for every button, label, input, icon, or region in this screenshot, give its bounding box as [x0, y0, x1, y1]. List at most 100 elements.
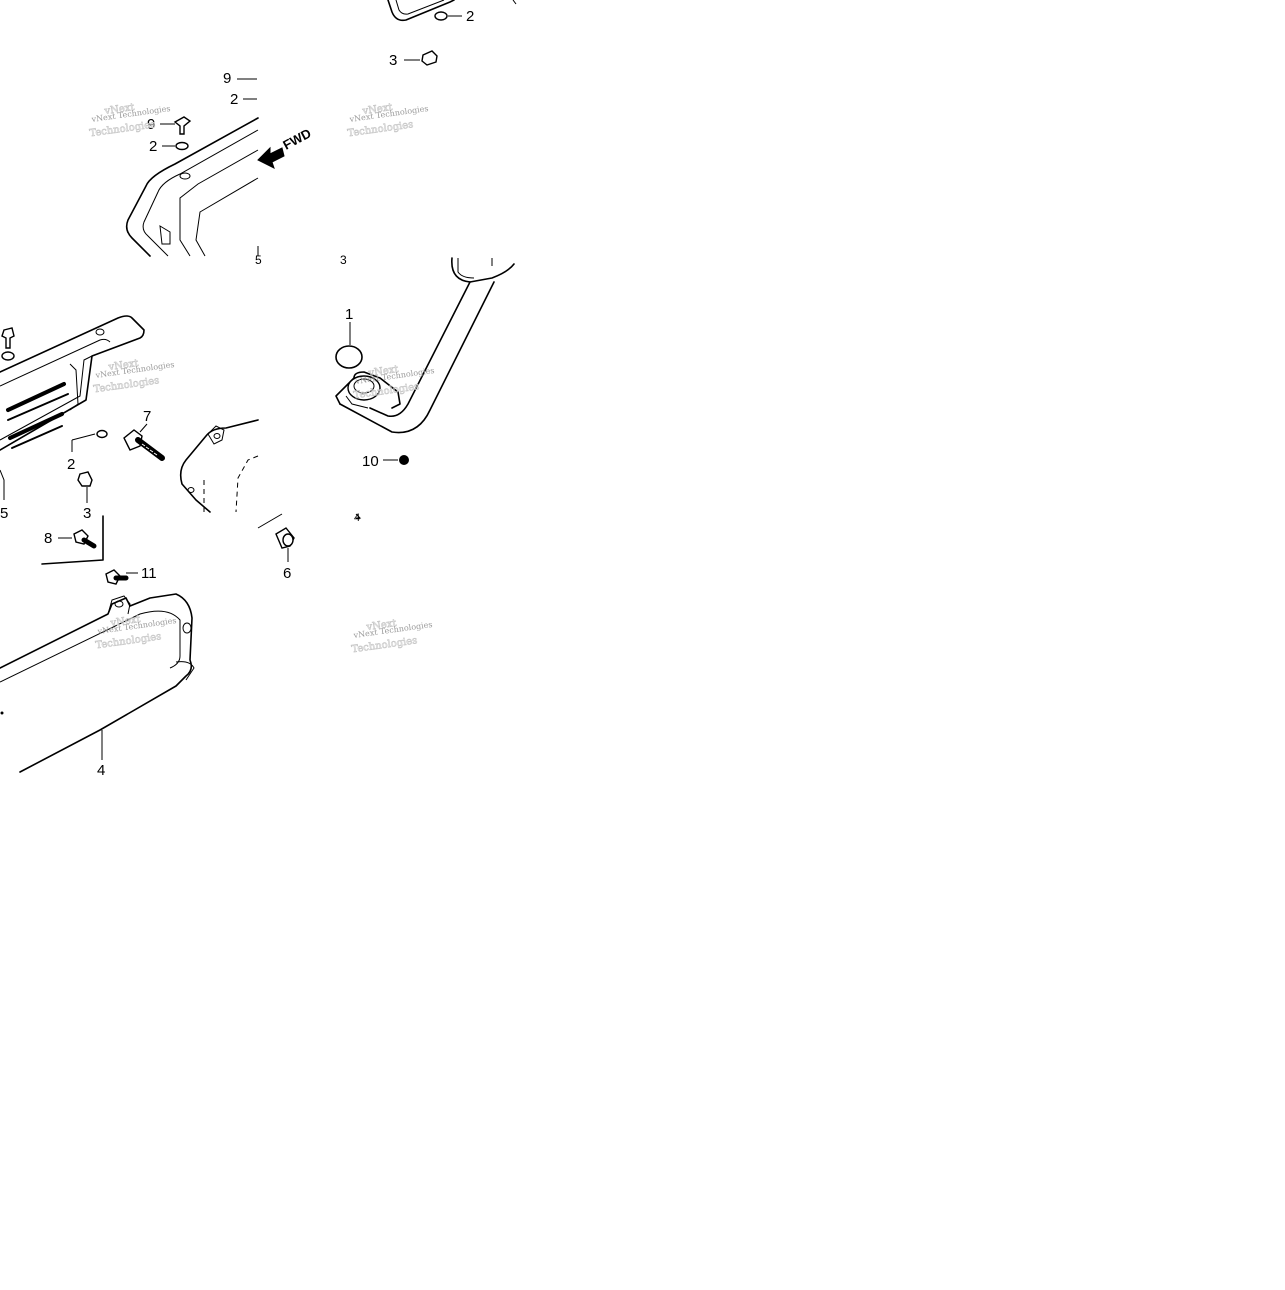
- tile-side-cover: [0, 315, 259, 513]
- callout-8: 8: [44, 530, 52, 547]
- long-bolt-part: [123, 429, 165, 461]
- head-cover-flange: [195, 177, 259, 257]
- tile-edge-mark: [257, 513, 283, 529]
- washer-part: [434, 11, 448, 21]
- pipe-inner-wall: [339, 281, 495, 434]
- cooling-fin: [11, 425, 63, 449]
- lower-cover-outline: [179, 419, 259, 513]
- side-cover-outline: [0, 315, 145, 451]
- callout-2: 2: [230, 91, 238, 108]
- screw-part: [105, 569, 129, 585]
- callout-9: 9: [223, 70, 231, 87]
- nut-part: [77, 471, 93, 487]
- watermark: vNext vNext Technologies Technologies: [353, 364, 435, 402]
- pipe-flange-top: [353, 371, 401, 409]
- side-cover-hole: [95, 328, 105, 336]
- edge-dot: [0, 711, 4, 715]
- head-cover-hole: [179, 172, 191, 180]
- cover-corner-outline: [387, 0, 455, 22]
- cooling-fin: [8, 412, 64, 440]
- svg-text:vNext: vNext: [103, 102, 135, 117]
- callout-7: 7: [143, 408, 151, 425]
- collar-part: [275, 527, 295, 549]
- washer-part: [175, 141, 189, 151]
- fwd-label: FWD: [280, 126, 313, 153]
- cooling-fin: [7, 393, 69, 421]
- lower-cover-hole: [187, 487, 195, 493]
- pipe-flange-edge: [335, 377, 355, 405]
- svg-text:vNext: vNext: [365, 618, 397, 633]
- head-cover-inner-rib: [179, 149, 259, 257]
- callout-11: 11: [141, 565, 157, 582]
- lower-cover-tab: [207, 425, 225, 445]
- callout-5: 5: [0, 505, 8, 522]
- cover-edge-mark: [512, 0, 517, 5]
- tile-oil-pipe: [335, 257, 515, 465]
- nut-part: [399, 455, 409, 465]
- svg-text:vNext: vNext: [367, 364, 399, 379]
- lower-cover-hole: [182, 622, 192, 634]
- reference-bracket: [41, 515, 104, 565]
- svg-text:vNext: vNext: [107, 358, 139, 373]
- callout-4: 4: [97, 762, 105, 779]
- side-cover-rib: [0, 338, 111, 387]
- watermark-group: vNext vNext Technologies Technologies vN…: [89, 102, 435, 656]
- lower-cover-tab: [107, 595, 131, 615]
- nut-part: [421, 50, 438, 66]
- callouts: 2 3 9 2 9 2 1 10 7 2 3 5 8 11 6 4 5 3 4: [0, 8, 474, 779]
- callout-1: 1: [345, 306, 353, 323]
- side-cover-tab: [69, 363, 79, 411]
- watermark: vNext vNext Technologies Technologies: [347, 102, 429, 140]
- callout-6: 6: [283, 565, 291, 582]
- watermark: vNext vNext Technologies Technologies: [93, 358, 175, 396]
- lower-cover-rim: [0, 610, 181, 683]
- washer-part: [96, 429, 108, 439]
- washer-part: [1, 351, 15, 361]
- leader-line: [71, 433, 96, 441]
- lower-cover-hole: [213, 433, 221, 439]
- leader-line: [0, 469, 5, 500]
- bolt-part: [1, 327, 15, 349]
- callout-3: 3: [389, 52, 397, 69]
- hidden-line: [235, 455, 259, 513]
- pipe-fitting-base: [345, 395, 369, 409]
- watermark: vNext vNext Technologies Technologies: [351, 618, 433, 656]
- head-cover-outline: [125, 117, 259, 257]
- pipe-top-bracket: [451, 257, 515, 283]
- svg-text:vNext: vNext: [361, 102, 393, 117]
- fwd-arrow-icon: [257, 146, 285, 169]
- callout-4-partial: 4: [354, 512, 360, 524]
- callout-10: 10: [362, 453, 379, 470]
- svg-text:vNext: vNext: [109, 614, 141, 629]
- tile-edge-mark: [355, 513, 362, 519]
- cover-corner-inner: [395, 0, 445, 15]
- o-ring-part: [335, 345, 363, 369]
- callout-3: 3: [83, 505, 91, 522]
- callout-2: 2: [466, 8, 474, 25]
- pipe-fitting-inner: [353, 378, 375, 394]
- tile-lower-fittings: [41, 513, 362, 585]
- pipe-bracket-inner: [457, 258, 475, 279]
- lower-cover-lug: [175, 661, 195, 681]
- callout-2: 2: [67, 456, 75, 473]
- cooling-fin: [6, 382, 66, 412]
- fwd-arrow: FWD: [257, 126, 314, 169]
- callout-5-partial: 5: [255, 253, 262, 267]
- watermark: vNext vNext Technologies Technologies: [89, 102, 171, 140]
- head-cover-rib: [142, 129, 259, 257]
- side-cover-flange: [0, 355, 93, 441]
- lower-cover-body: [0, 593, 193, 773]
- pipe-outer-wall: [369, 281, 471, 418]
- tile-top-right: [387, 0, 517, 66]
- callout-9: 9: [147, 116, 155, 133]
- callout-2: 2: [149, 138, 157, 155]
- bolt-part: [173, 116, 192, 135]
- screw-part: [73, 529, 97, 549]
- tile-lower-cover: [0, 593, 195, 773]
- leader-line: [139, 423, 148, 433]
- lower-cover-hole: [114, 600, 124, 608]
- head-cover-tab: [159, 225, 171, 245]
- callout-3-partial: 3: [340, 253, 347, 267]
